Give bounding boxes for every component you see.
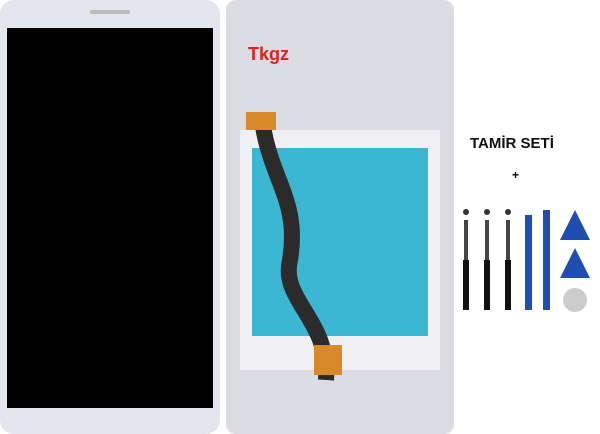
- screwdriver-icon: [505, 209, 511, 310]
- screwdriver-icon: [463, 209, 469, 310]
- triangle-pick-icon: [560, 210, 590, 240]
- repair-tools: [463, 209, 590, 312]
- pry-tool-icon: [525, 215, 532, 310]
- repair-kit-title: TAMİR SETİ: [470, 135, 554, 152]
- pry-tool-icon: [543, 210, 550, 310]
- plus-sign: +: [512, 168, 520, 182]
- phone-screen: [7, 28, 213, 408]
- triangle-pick-icon: [560, 248, 590, 278]
- screwdriver-icon: [484, 209, 490, 310]
- watermark-text: Tkgz: [248, 44, 290, 64]
- suction-cup-icon: [563, 288, 587, 312]
- earpiece: [90, 10, 130, 14]
- phone-front-panel: [0, 0, 220, 434]
